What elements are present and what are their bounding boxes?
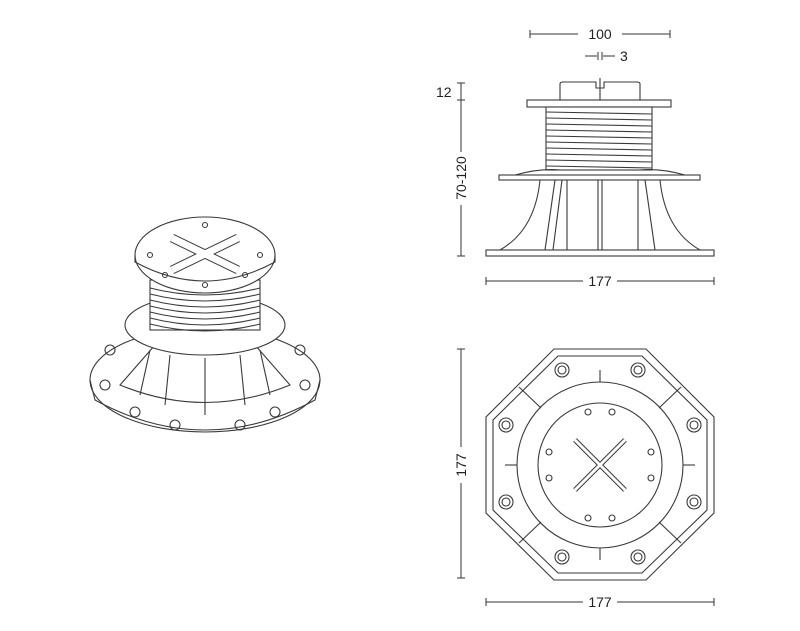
dim-plan-width: 177: [588, 594, 612, 610]
plan-base-holes: [498, 362, 702, 565]
plan-ribs: [505, 370, 695, 560]
iso-head-edge: [134, 255, 276, 282]
side-top-plate: [526, 99, 672, 108]
iso-thread-lines: [149, 287, 261, 332]
iso-head-holes: [146, 221, 264, 289]
side-view: [485, 78, 715, 257]
side-leg-curves: [499, 179, 701, 251]
iso-head-cross: [170, 233, 240, 275]
dim-side-base-width: 177: [588, 273, 612, 289]
dimension-lines: [457, 30, 715, 606]
side-thread: [545, 106, 653, 171]
side-base-plate: [485, 249, 715, 257]
dim-head-height: 12: [436, 84, 452, 100]
isometric-view: [89, 216, 321, 433]
plan-head-holes: [545, 408, 655, 522]
dim-height-range: 70-120: [453, 156, 469, 200]
dim-top-width: 100: [588, 26, 612, 42]
iso-leg-ribs: [139, 349, 271, 415]
side-thread-lines: [545, 111, 653, 169]
plan-cross: [573, 438, 627, 492]
dim-slot-width: 3: [620, 48, 628, 64]
iso-base-edge: [89, 379, 321, 431]
plan-head-circle: [537, 402, 663, 528]
side-flange: [498, 174, 701, 181]
side-leg-lines: [544, 179, 656, 251]
plan-view: [485, 348, 715, 581]
dim-plan-height: 177: [453, 453, 469, 477]
iso-base-holes: [99, 344, 311, 431]
